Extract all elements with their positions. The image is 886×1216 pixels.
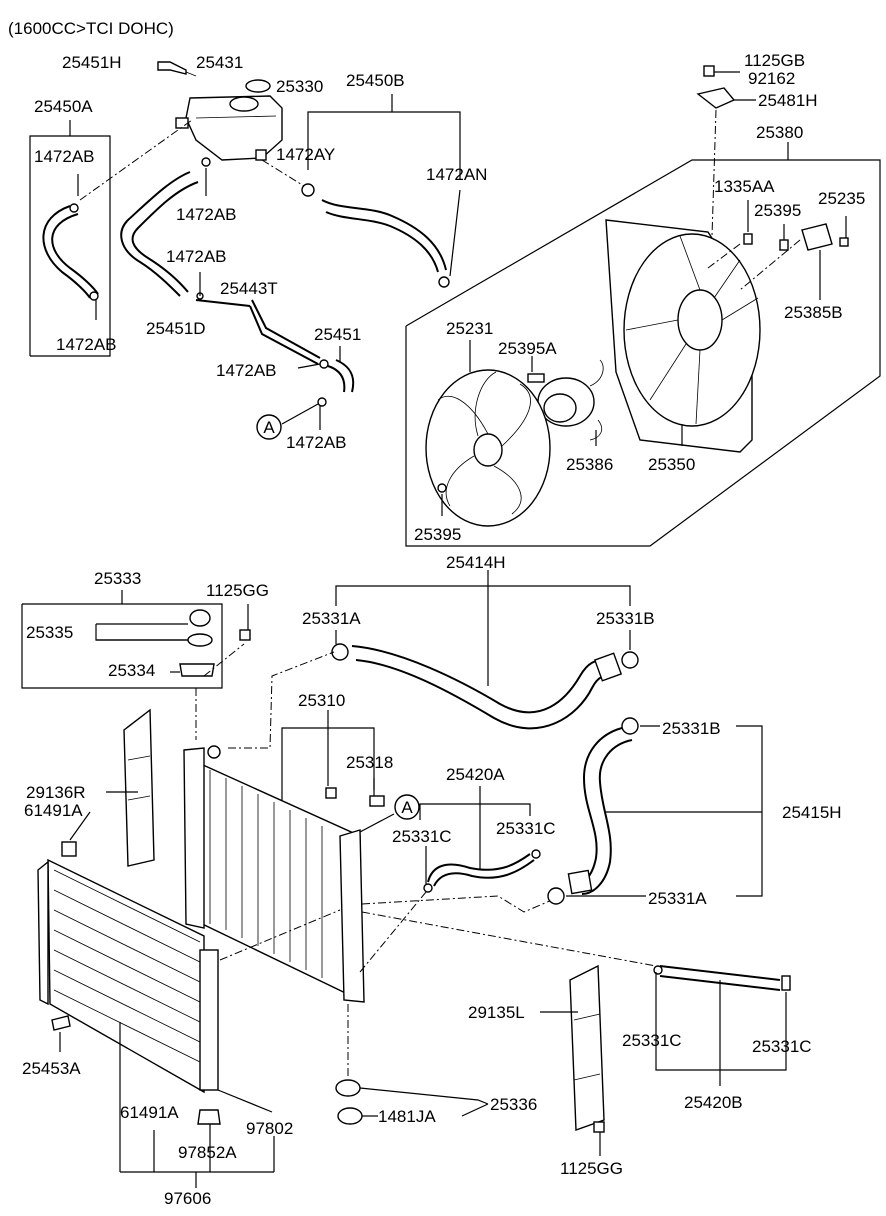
label-1472AN: 1472AN	[426, 165, 487, 184]
plug-25336	[335, 1079, 361, 1097]
label-25336: 25336	[490, 1095, 537, 1114]
label-25350: 25350	[648, 455, 695, 474]
callout-circle-bottom	[394, 794, 420, 820]
label-25443T: 25443T	[220, 279, 278, 298]
label-1472AY: 1472AY	[276, 145, 335, 164]
reservoir-cap	[229, 96, 259, 112]
label-1125GG-a: 1125GG	[206, 581, 269, 600]
air-guards-group	[106, 708, 605, 1156]
label-25231: 25231	[446, 319, 493, 338]
condenser-core	[47, 858, 205, 1094]
label-97802: 97802	[246, 1119, 293, 1138]
label-61491A-a: 61491A	[24, 801, 83, 820]
label-25310: 25310	[298, 691, 345, 710]
label-29135L: 29135L	[468, 1003, 525, 1022]
hose-25420B-group	[653, 965, 791, 1086]
label-25451D: 25451D	[146, 319, 206, 338]
label-29136R: 29136R	[26, 783, 86, 802]
label-1125GB: 1125GB	[744, 51, 805, 70]
insulator-mid	[187, 633, 213, 647]
label-1472AB-b: 1472AB	[176, 205, 237, 224]
hose-25450A-group	[29, 119, 193, 357]
gasket-1481JA	[337, 1107, 363, 1125]
label-61491A-b: 61491A	[120, 1103, 179, 1122]
resistor-25385B	[801, 223, 833, 251]
label-92162: 92162	[748, 69, 795, 88]
insulator-top	[189, 609, 211, 627]
label-25420A: 25420A	[446, 765, 505, 784]
label-25451: 25451	[314, 325, 361, 344]
header-label: (1600CC>TCI DOHC)	[8, 19, 174, 38]
label-1472AB-e: 1472AB	[216, 361, 277, 380]
label-25415H: 25415H	[782, 803, 842, 822]
mount-25333-group	[21, 590, 251, 740]
hose-25420A-group	[419, 786, 541, 893]
label-25318: 25318	[346, 753, 393, 772]
label-25331C-b: 25331C	[496, 819, 556, 838]
label-25420B: 25420B	[684, 1093, 743, 1112]
label-25453A: 25453A	[22, 1059, 81, 1078]
label-25331A-a: 25331A	[302, 609, 361, 628]
label-25395-a: 25395	[754, 201, 801, 220]
label-25331B-a: 25331B	[596, 609, 655, 628]
label-25386: 25386	[566, 455, 613, 474]
condenser-group	[37, 811, 341, 1188]
callout-letter-top: A	[263, 418, 275, 437]
reservoir-group	[157, 61, 283, 161]
guard-29135L	[569, 964, 605, 1131]
label-25380: 25380	[756, 123, 803, 142]
label-25450B: 25450B	[346, 71, 405, 90]
label-25334: 25334	[108, 661, 155, 680]
label-1335AA: 1335AA	[714, 177, 775, 196]
label-25333: 25333	[94, 569, 141, 588]
hose-25450B-group	[261, 94, 461, 288]
label-25385B: 25385B	[784, 303, 843, 322]
label-1472AB-c: 1472AB	[166, 247, 227, 266]
label-25395-b: 25395	[414, 525, 461, 544]
label-97852A: 97852A	[178, 1143, 237, 1162]
label-25451H: 25451H	[62, 53, 122, 72]
part-25453A	[51, 1015, 71, 1031]
upper-hose-25414H-group	[228, 570, 639, 749]
bracket-25334	[179, 663, 215, 677]
drain-plug-group	[335, 1079, 489, 1125]
callout-circle-top	[256, 414, 282, 440]
label-25481H: 25481H	[758, 91, 818, 110]
label-25331B-b: 25331B	[662, 719, 721, 738]
label-1481JA: 1481JA	[378, 1107, 436, 1126]
label-25330: 25330	[276, 77, 323, 96]
label-25331A-b: 25331A	[648, 889, 707, 908]
label-97606: 97606	[164, 1189, 211, 1208]
label-25414H: 25414H	[446, 553, 506, 572]
label-1125GG-b: 1125GG	[560, 1159, 623, 1178]
callout-letter-bottom: A	[401, 798, 413, 817]
fan-assembly-group	[405, 65, 881, 547]
label-25331C-d: 25331C	[752, 1037, 812, 1056]
label-25335: 25335	[26, 623, 73, 642]
guard-29136R	[123, 708, 155, 867]
hose-25415H-group	[547, 717, 763, 905]
label-25331C-a: 25331C	[392, 827, 452, 846]
receiver-drier	[199, 949, 219, 1091]
label-25235: 25235	[818, 189, 865, 208]
part-97852A	[197, 1109, 221, 1125]
label-1472AB-a: 1472AB	[34, 147, 95, 166]
radiator-right-tank	[339, 829, 365, 1003]
cap-25330	[245, 79, 271, 93]
label-25331C-c: 25331C	[622, 1031, 682, 1050]
bracket-25481H	[696, 87, 736, 109]
label-1472AB-d: 1472AB	[56, 335, 117, 354]
radiator-left-tank	[183, 747, 205, 929]
hose-25451-group	[120, 157, 355, 430]
label-1472AB-f: 1472AB	[286, 433, 347, 452]
label-25431: 25431	[196, 53, 243, 72]
sensor-25451H	[157, 61, 187, 75]
label-25395A: 25395A	[498, 339, 557, 358]
label-25450A: 25450A	[34, 97, 93, 116]
radiator-25310-group	[183, 710, 657, 1076]
